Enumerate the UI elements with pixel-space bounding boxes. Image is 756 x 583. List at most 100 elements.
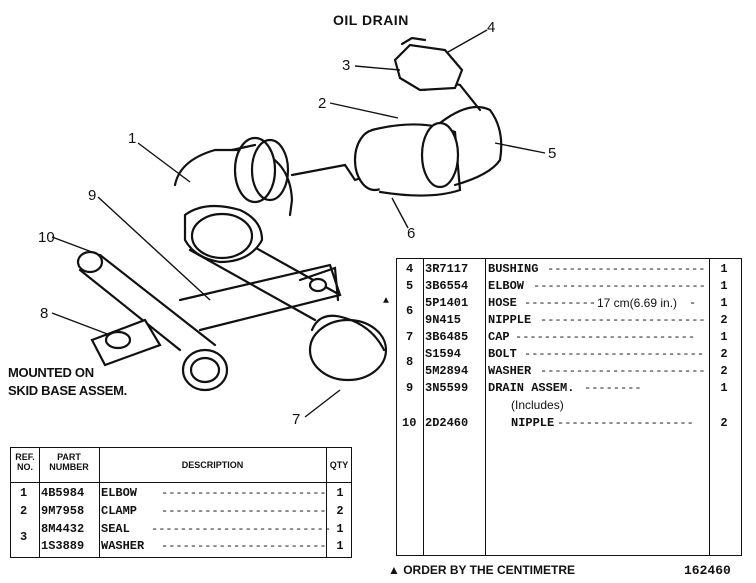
description: ELBOW — [101, 486, 138, 500]
description: DRAIN ASSEM. — [488, 381, 575, 395]
callout-9: 9 — [88, 187, 96, 204]
callout-10: 10 — [38, 229, 55, 246]
header-description: DESCRIPTION — [181, 460, 244, 470]
dash-leader: ----------------------- — [161, 504, 327, 518]
part-number: 9N415 — [425, 313, 462, 327]
column-divider — [326, 448, 327, 557]
callout-4: 4 — [487, 19, 495, 36]
ref-no: 3 — [20, 530, 28, 544]
column-divider — [39, 448, 40, 557]
dash-leader: - — [689, 296, 697, 310]
table-row: 5 3B6554 ELBOW ------------------------ … — [397, 279, 741, 296]
header-ref: REF. NO. — [15, 452, 35, 472]
right-parts-table: 4 3R7117 BUSHING ---------------------- … — [383, 258, 742, 556]
table-row: 5M2894 WASHER ----------------------- 2 — [397, 364, 741, 381]
dash-leader: ------------------------- — [151, 522, 332, 536]
order-by-centimetre-note: ▲ ORDER BY THE CENTIMETRE — [388, 563, 576, 577]
table-row: 9N415 NIPPLE ----------------------- 2 — [397, 313, 741, 330]
table-row: (Includes) — [397, 398, 741, 415]
part-number: 9M7958 — [41, 504, 85, 518]
dash-leader: ------------------------ — [533, 279, 706, 293]
ref-no: 8 — [406, 355, 414, 369]
quantity: 2 — [720, 416, 728, 430]
description: ELBOW — [488, 279, 525, 293]
part-number: 4B5984 — [41, 486, 85, 500]
quantity: 1 — [720, 381, 728, 395]
part-number: 3N5599 — [425, 381, 469, 395]
quantity: 1 — [720, 262, 728, 276]
ref-no: 5 — [406, 279, 414, 293]
header-qty: QTY — [329, 460, 349, 470]
table-row: 7 3B6485 CAP ------------------------- 1 — [397, 330, 741, 347]
callout-3: 3 — [342, 57, 350, 74]
dash-leader: ---------- — [524, 296, 597, 310]
ref-no: 6 — [406, 304, 414, 318]
quantity: 1 — [720, 279, 728, 293]
part-number: 1S3889 — [41, 539, 85, 553]
part-number: 8M4432 — [41, 522, 85, 536]
part-number: 5P1401 — [425, 296, 469, 310]
dash-leader: -------- — [584, 381, 642, 395]
table-row: 1S3889 WASHER ----------------------- 1 — [11, 539, 351, 556]
description: WASHER — [101, 539, 145, 553]
description: NIPPLE — [488, 313, 532, 327]
left-parts-table: REF. NO. PART NUMBER DESCRIPTION QTY 1 4… — [10, 447, 352, 558]
quantity: 1 — [720, 330, 728, 344]
ref-no: 10 — [402, 416, 417, 430]
ref-no: 1 — [20, 486, 28, 500]
includes-note: (Includes) — [511, 398, 564, 412]
part-number: 2D2460 — [425, 416, 469, 430]
quantity: 1 — [336, 522, 344, 536]
column-divider — [99, 448, 100, 557]
mounted-note: MOUNTED ON SKID BASE ASSEM. — [8, 364, 127, 400]
dash-leader: ----------------------- — [161, 486, 327, 500]
illustration-code: 162460 — [684, 563, 731, 578]
quantity: 1 — [336, 486, 344, 500]
ref-no: 2 — [20, 504, 28, 518]
callout-2: 2 — [318, 95, 326, 112]
description: CAP — [488, 330, 510, 344]
quantity: 2 — [720, 313, 728, 327]
table-row: 4 3R7117 BUSHING ---------------------- … — [397, 262, 741, 279]
callout-8: 8 — [40, 305, 48, 322]
header-part: PART NUMBER — [49, 452, 89, 472]
dash-leader: ---------------------- — [547, 262, 706, 276]
dash-leader: ----------------------- — [161, 539, 327, 553]
quantity: 2 — [720, 364, 728, 378]
dash-leader: ----------------------- — [540, 313, 706, 327]
callout-1: 1 — [128, 130, 136, 147]
dash-leader: ------------------------- — [515, 330, 696, 344]
part-number: S1594 — [425, 347, 462, 361]
description: WASHER — [488, 364, 532, 378]
dash-leader: ------------------------- — [524, 347, 705, 361]
quantity: 1 — [336, 539, 344, 553]
quantity: 2 — [336, 504, 344, 518]
table-row: 8 S1594 BOLT ------------------------- 2 — [397, 347, 741, 369]
part-number: 5M2894 — [425, 364, 469, 378]
ref-no: 4 — [406, 262, 414, 276]
order-by-centimetre-marker: ▲ — [383, 296, 390, 307]
callout-7: 7 — [292, 411, 300, 428]
callout-5: 5 — [548, 145, 556, 162]
quantity: 1 — [720, 296, 728, 310]
table-row: 9 3N5599 DRAIN ASSEM. -------- 1 — [397, 381, 741, 398]
part-number: 3B6485 — [425, 330, 469, 344]
part-number: 3B6554 — [425, 279, 469, 293]
column-divider — [423, 259, 424, 555]
diagram-title: OIL DRAIN — [333, 12, 409, 28]
description: BOLT — [488, 347, 517, 361]
description: BUSHING — [488, 262, 539, 276]
dash-leader: ------------------- — [557, 416, 694, 430]
callout-6: 6 — [407, 225, 415, 242]
column-divider — [485, 259, 486, 555]
ref-no: 7 — [406, 330, 414, 344]
table-row: 2 9M7958 CLAMP ----------------------- 2 — [11, 504, 351, 521]
mounted-note-line2: SKID BASE ASSEM. — [8, 383, 127, 398]
mounted-note-line1: MOUNTED ON — [8, 365, 94, 380]
quantity: 2 — [720, 347, 728, 361]
dash-leader: ----------------------- — [540, 364, 706, 378]
description: SEAL — [101, 522, 130, 536]
left-table-header — [11, 448, 351, 483]
table-row: 3 8M4432 SEAL ------------------------- … — [11, 522, 351, 544]
